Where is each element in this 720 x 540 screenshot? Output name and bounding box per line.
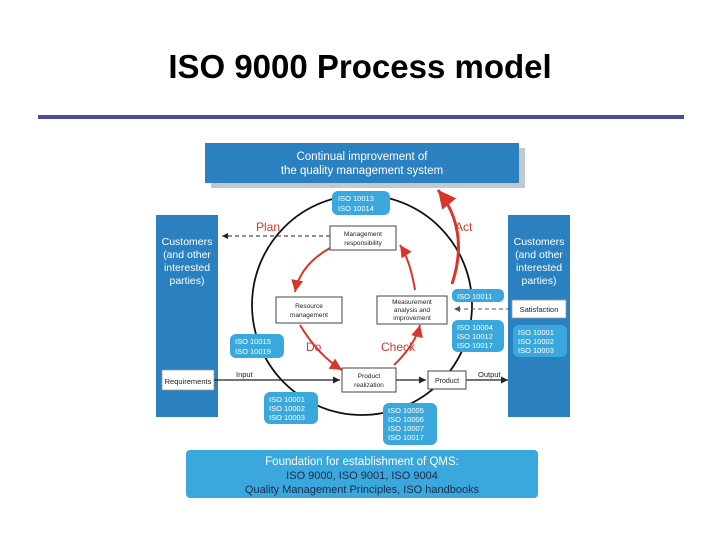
realization-line-1: Product: [358, 373, 381, 380]
slide-title: ISO 9000 Process model: [168, 48, 552, 85]
resource-management-box: Resource management: [275, 296, 343, 324]
foundation-banner: Foundation for establishment of QMS: ISO…: [186, 450, 538, 498]
iso-tag-top: ISO 10013 ISO 10014: [332, 191, 390, 215]
title-rule: [38, 115, 684, 119]
plan-label: Plan: [256, 220, 280, 234]
customers-right-line-3: interested: [516, 262, 562, 274]
iso-bottom-left-2: ISO 10002: [269, 404, 305, 413]
iso-right-customer-3: ISO 10003: [518, 346, 554, 355]
customers-right-line-2: (and other: [515, 249, 563, 261]
satisfaction-label: Satisfaction: [520, 305, 559, 314]
iso-right-mid-2: ISO 10012: [457, 332, 493, 341]
cycle-arrow-bottom-left: [299, 324, 343, 371]
measurement-box: Measurement analysis and improvement: [376, 295, 448, 325]
customers-left-line-4: parties): [169, 275, 204, 287]
iso-bottom-left-1: ISO 10001: [269, 395, 305, 404]
resource-line-1: Resource: [295, 303, 323, 310]
iso-bottom-center-1: ISO 10005: [388, 406, 424, 415]
continual-improvement-banner: Continual improvement of the quality man…: [205, 143, 525, 188]
product-label: Product: [435, 378, 459, 385]
iso-bottom-center-4: ISO 10017: [388, 433, 424, 442]
iso-top-1: ISO 10013: [338, 194, 374, 203]
foundation-line-2: ISO 9000, ISO 9001, ISO 9004: [286, 470, 438, 482]
banner-line-2: the quality management system: [281, 165, 443, 177]
banner-line-1: Continual improvement of: [296, 151, 428, 163]
iso-tag-left-mid: ISO 10015 ISO 10019: [230, 334, 284, 358]
iso-bottom-center-3: ISO 10007: [388, 424, 424, 433]
measurement-line-1: Measurement: [392, 299, 432, 306]
do-label: Do: [306, 340, 322, 354]
measurement-line-3: improvement: [393, 315, 431, 322]
iso-right-customer-1: ISO 10001: [518, 328, 554, 337]
iso-left-mid-2: ISO 10019: [235, 347, 271, 356]
input-label: Input: [236, 370, 254, 379]
management-responsibility-box: Management responsibility: [329, 225, 397, 251]
realization-line-2: realization: [354, 382, 384, 389]
cycle-arrow-bottom-right: [393, 324, 423, 366]
iso-tag-bottom-center: ISO 10005 ISO 10006 ISO 10007 ISO 10017: [383, 403, 437, 445]
measurement-line-2: analysis and: [394, 307, 431, 314]
iso-tag-right-upper: ISO 10011: [452, 289, 504, 302]
iso-right-mid-1: ISO 10004: [457, 323, 493, 332]
iso-tag-right-mid: ISO 10004 ISO 10012 ISO 10017: [452, 320, 504, 352]
iso-tag-bottom-left: ISO 10001 ISO 10002 ISO 10003: [264, 392, 318, 424]
requirements-label: Requirements: [165, 377, 212, 386]
customers-right-panel: Customers (and other interested parties)…: [508, 215, 570, 417]
iso-tag-right-customer: ISO 10001 ISO 10002 ISO 10003: [513, 325, 567, 357]
cycle-arrow-top-right: [399, 244, 416, 291]
customers-left-line-1: Customers: [162, 236, 213, 248]
customers-left-line-2: (and other: [163, 249, 211, 261]
iso-bottom-center-2: ISO 10006: [388, 415, 424, 424]
product-box: Product: [427, 370, 467, 390]
foundation-line-3: Quality Management Principles, ISO handb…: [245, 484, 480, 496]
iso-bottom-left-3: ISO 10003: [269, 413, 305, 422]
product-realization-box: Product realization: [341, 367, 397, 393]
management-line-2: responsibility: [344, 240, 382, 247]
customers-left-line-3: interested: [164, 262, 210, 274]
iso-right-mid-3: ISO 10017: [457, 341, 493, 350]
customers-right-line-4: parties): [521, 275, 556, 287]
iso-right-customer-2: ISO 10002: [518, 337, 554, 346]
check-label: Check: [381, 340, 416, 354]
act-arc-arrow: [436, 189, 460, 285]
iso-right-upper-1: ISO 10011: [457, 292, 492, 301]
customers-left-panel: Customers (and other interested parties)…: [156, 215, 218, 417]
foundation-line-1: Foundation for establishment of QMS:: [265, 456, 459, 468]
iso-top-2: ISO 10014: [338, 204, 374, 213]
iso-left-mid-1: ISO 10015: [235, 337, 271, 346]
resource-line-2: management: [290, 312, 328, 319]
customers-right-line-1: Customers: [514, 236, 565, 248]
act-label: Act: [455, 220, 473, 234]
output-label: Output: [478, 370, 501, 379]
cycle-arrow-top-left: [291, 247, 331, 293]
management-line-1: Management: [344, 231, 382, 238]
